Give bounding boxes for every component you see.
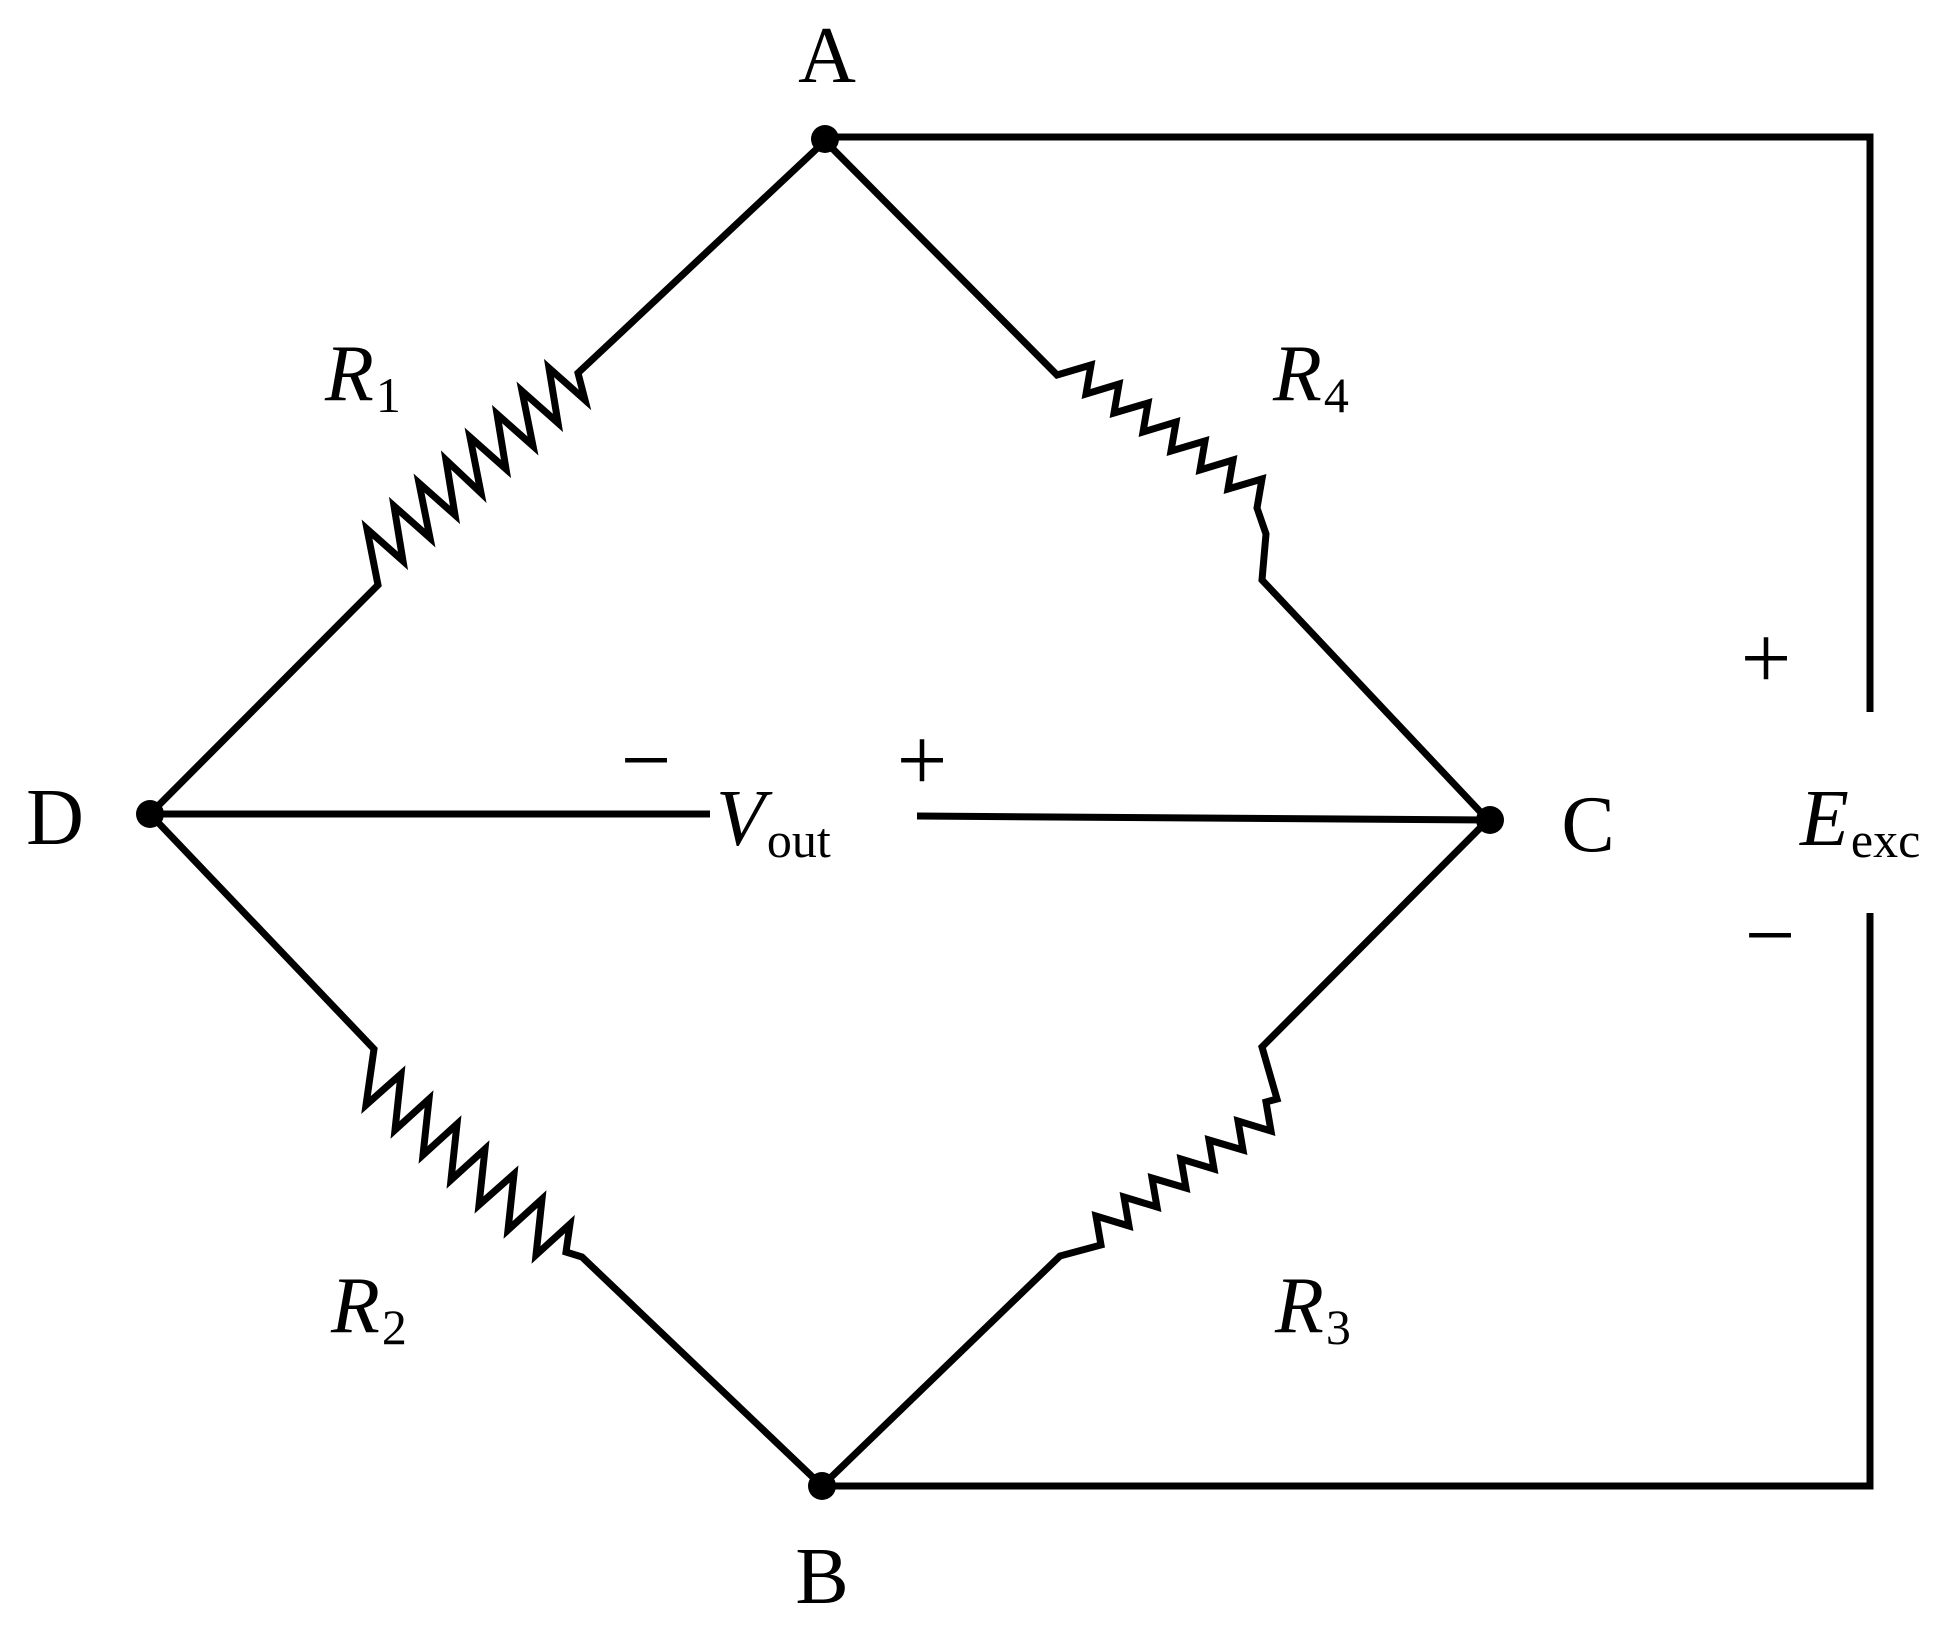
resistor-r2 bbox=[147, 811, 825, 1489]
r4-label: R4 bbox=[1272, 330, 1349, 423]
r3-label: R3 bbox=[1274, 1262, 1351, 1355]
eexc-minus-sign: − bbox=[1745, 886, 1796, 985]
excitation-wire-bottom bbox=[822, 913, 1874, 1490]
resistor-r3 bbox=[819, 817, 1491, 1489]
resistor-r1 bbox=[147, 138, 828, 817]
node-d-dot bbox=[136, 800, 164, 828]
eexc-label: Eexc bbox=[1799, 775, 1920, 868]
excitation-wire-top bbox=[825, 133, 1874, 712]
node-c-label: C bbox=[1561, 781, 1614, 869]
resistor-r4 bbox=[822, 138, 1491, 823]
node-b-dot bbox=[808, 1472, 836, 1500]
r2-label: R2 bbox=[330, 1262, 407, 1355]
vout-label: Vout bbox=[716, 775, 831, 868]
vout-minus-sign: − bbox=[621, 711, 672, 810]
output-wire-right bbox=[916, 812, 1489, 824]
vout-plus-sign: + bbox=[897, 711, 948, 810]
node-b-label: B bbox=[795, 1533, 848, 1621]
eexc-plus-sign: + bbox=[1741, 609, 1792, 708]
node-a-dot bbox=[811, 125, 839, 153]
r1-label: R1 bbox=[324, 330, 401, 423]
node-a-label: A bbox=[798, 12, 856, 100]
node-c-dot bbox=[1476, 806, 1504, 834]
node-d-label: D bbox=[26, 774, 84, 862]
